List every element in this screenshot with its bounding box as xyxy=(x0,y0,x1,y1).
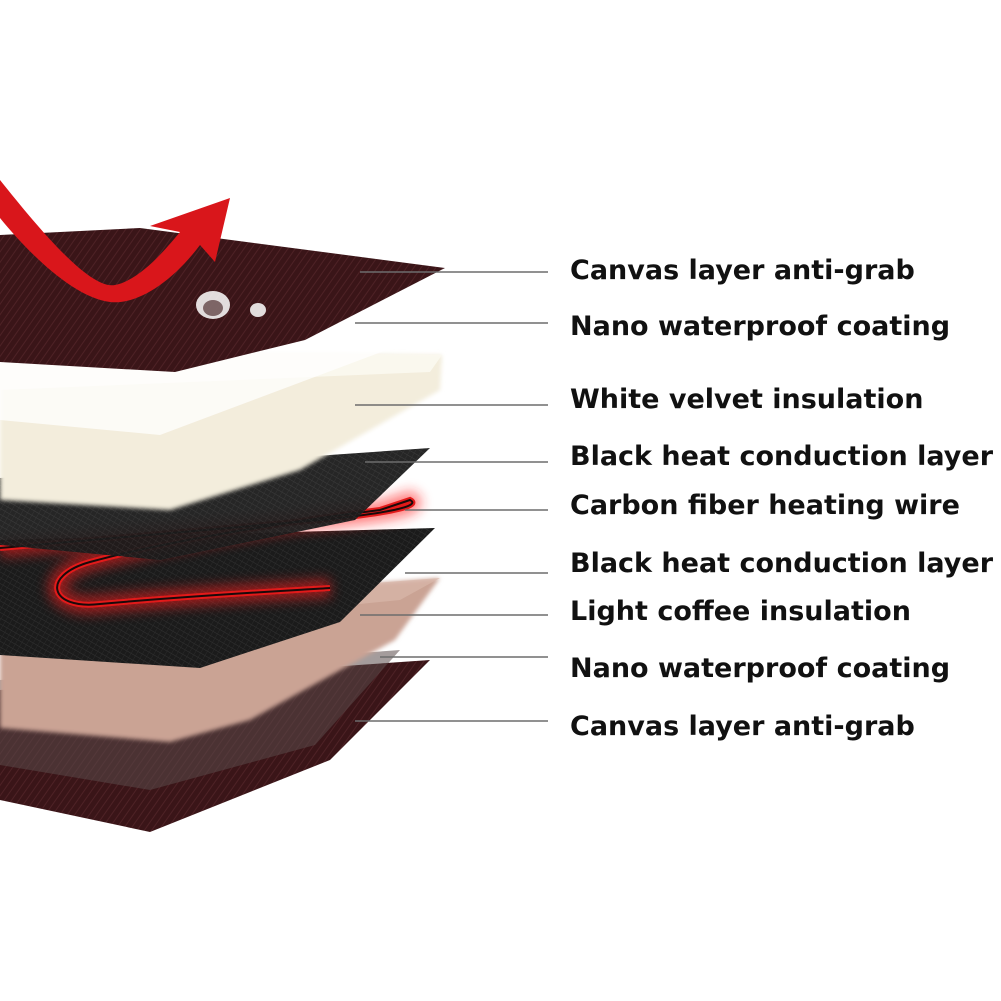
leader-lines xyxy=(355,271,548,722)
layer-label: Canvas layer anti-grab xyxy=(570,255,915,286)
water-droplet-icon xyxy=(196,291,266,319)
layer-label: Canvas layer anti-grab xyxy=(570,711,915,742)
peel-arrow-icon xyxy=(0,180,230,303)
layer-label: Black heat conduction layer xyxy=(570,548,994,579)
carbon-fiber-heating-wire xyxy=(0,490,422,614)
layer-label: Light coffee insulation xyxy=(570,596,911,627)
layer-label: Black heat conduction layer xyxy=(570,441,994,472)
layer-label: Nano waterproof coating xyxy=(570,653,951,684)
layer-label: Nano waterproof coating xyxy=(570,311,951,342)
layer-label: White velvet insulation xyxy=(570,384,924,415)
layer-label: Carbon fiber heating wire xyxy=(570,490,960,521)
